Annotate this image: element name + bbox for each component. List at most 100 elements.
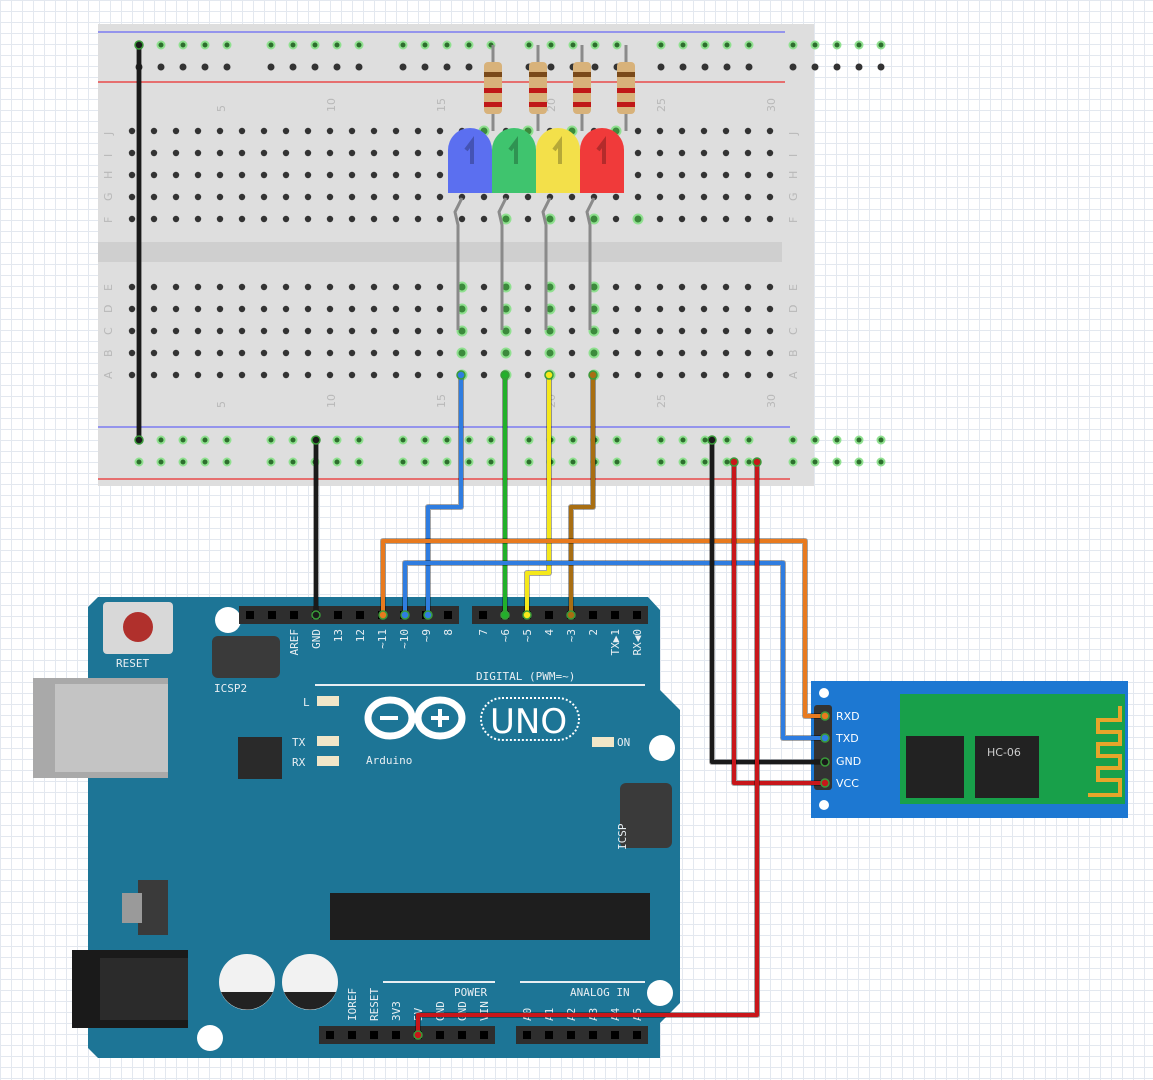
header-pin[interactable] — [268, 611, 276, 619]
breadboard-hole[interactable] — [436, 215, 444, 223]
breadboard-hole[interactable] — [326, 371, 334, 379]
breadboard-hole[interactable] — [436, 283, 444, 291]
rail-hole[interactable] — [612, 457, 622, 467]
breadboard-hole[interactable] — [348, 127, 356, 135]
rail-hole[interactable] — [723, 63, 731, 71]
breadboard-hole[interactable] — [634, 327, 642, 335]
breadboard-hole[interactable] — [414, 283, 422, 291]
breadboard-hole[interactable] — [150, 193, 158, 201]
breadboard-hole[interactable] — [678, 305, 686, 313]
breadboard-hole[interactable] — [524, 349, 532, 357]
breadboard-hole[interactable] — [348, 371, 356, 379]
rail-hole[interactable] — [524, 40, 534, 50]
hc06-gnd-wire[interactable] — [710, 440, 825, 764]
breadboard-hole[interactable] — [414, 305, 422, 313]
breadboard-hole[interactable] — [150, 215, 158, 223]
rail-hole[interactable] — [354, 457, 364, 467]
breadboard-hole[interactable] — [722, 193, 730, 201]
rail-hole[interactable] — [854, 40, 864, 50]
breadboard-hole[interactable] — [634, 127, 642, 135]
wire-end[interactable] — [820, 757, 830, 767]
breadboard-hole[interactable] — [194, 327, 202, 335]
breadboard-hole[interactable] — [370, 215, 378, 223]
header-pin[interactable] — [370, 1031, 378, 1039]
breadboard-hole[interactable] — [700, 283, 708, 291]
breadboard-hole[interactable] — [150, 349, 158, 357]
rail-hole[interactable] — [722, 435, 732, 445]
breadboard-hole[interactable] — [612, 371, 620, 379]
breadboard-hole[interactable] — [634, 371, 642, 379]
breadboard-hole[interactable] — [238, 283, 246, 291]
breadboard-hole[interactable] — [678, 327, 686, 335]
header-pin[interactable] — [458, 1031, 466, 1039]
rail-hole[interactable] — [266, 40, 276, 50]
rail-hole[interactable] — [788, 40, 798, 50]
rail-hole[interactable] — [876, 40, 886, 50]
wire-end[interactable] — [820, 733, 830, 743]
breadboard-hole[interactable] — [414, 371, 422, 379]
breadboard-hole[interactable] — [544, 347, 556, 359]
wire-end[interactable] — [544, 370, 554, 380]
breadboard-hole[interactable] — [194, 349, 202, 357]
breadboard-hole[interactable] — [326, 193, 334, 201]
breadboard-hole[interactable] — [456, 347, 468, 359]
breadboard-hole[interactable] — [282, 283, 290, 291]
breadboard-hole[interactable] — [766, 371, 774, 379]
rxd-wire[interactable] — [381, 539, 825, 718]
rail-hole[interactable] — [156, 435, 166, 445]
rail-hole[interactable] — [354, 40, 364, 50]
breadboard-hole[interactable] — [150, 327, 158, 335]
breadboard-hole[interactable] — [128, 327, 136, 335]
breadboard-hole[interactable] — [656, 349, 664, 357]
header-pin[interactable] — [545, 1031, 553, 1039]
breadboard-hole[interactable] — [722, 215, 730, 223]
wire-end[interactable] — [500, 610, 510, 620]
rail-hole[interactable] — [876, 457, 886, 467]
breadboard-hole[interactable] — [370, 349, 378, 357]
breadboard-hole[interactable] — [260, 127, 268, 135]
breadboard-hole[interactable] — [150, 371, 158, 379]
rail-hole[interactable] — [722, 40, 732, 50]
wire-end[interactable] — [752, 457, 762, 467]
rail-hole[interactable] — [486, 457, 496, 467]
breadboard-hole[interactable] — [678, 171, 686, 179]
breadboard-hole[interactable] — [766, 349, 774, 357]
rail-hole[interactable] — [464, 40, 474, 50]
breadboard-hole[interactable] — [172, 283, 180, 291]
breadboard-hole[interactable] — [282, 327, 290, 335]
breadboard-hole[interactable] — [766, 327, 774, 335]
breadboard-hole[interactable] — [216, 171, 224, 179]
breadboard-hole[interactable] — [392, 193, 400, 201]
breadboard-hole[interactable] — [194, 215, 202, 223]
rail-hole[interactable] — [701, 63, 709, 71]
breadboard-hole[interactable] — [172, 149, 180, 157]
breadboard-hole[interactable] — [722, 171, 730, 179]
breadboard-hole[interactable] — [766, 149, 774, 157]
breadboard-hole[interactable] — [568, 305, 576, 313]
5v-wire[interactable] — [416, 462, 759, 1035]
breadboard-hole[interactable] — [588, 347, 600, 359]
rail-hole[interactable] — [201, 63, 209, 71]
breadboard-hole[interactable] — [282, 349, 290, 357]
breadboard-hole[interactable] — [744, 149, 752, 157]
rail-hole[interactable] — [546, 40, 556, 50]
breadboard-hole[interactable] — [678, 127, 686, 135]
breadboard-hole[interactable] — [194, 127, 202, 135]
header-pin[interactable] — [392, 1031, 400, 1039]
header-pin[interactable] — [611, 1031, 619, 1039]
rail-hole[interactable] — [178, 457, 188, 467]
breadboard-hole[interactable] — [480, 215, 488, 223]
rail-hole[interactable] — [222, 435, 232, 445]
breadboard-hole[interactable] — [414, 171, 422, 179]
breadboard-hole[interactable] — [436, 149, 444, 157]
breadboard-hole[interactable] — [500, 347, 512, 359]
breadboard-hole[interactable] — [766, 305, 774, 313]
header-pin[interactable] — [326, 1031, 334, 1039]
rail-hole[interactable] — [811, 63, 819, 71]
breadboard-hole[interactable] — [480, 193, 488, 201]
rail-hole[interactable] — [656, 435, 666, 445]
breadboard-hole[interactable] — [348, 215, 356, 223]
wire-end[interactable] — [566, 610, 576, 620]
breadboard-hole[interactable] — [656, 327, 664, 335]
breadboard-hole[interactable] — [722, 371, 730, 379]
